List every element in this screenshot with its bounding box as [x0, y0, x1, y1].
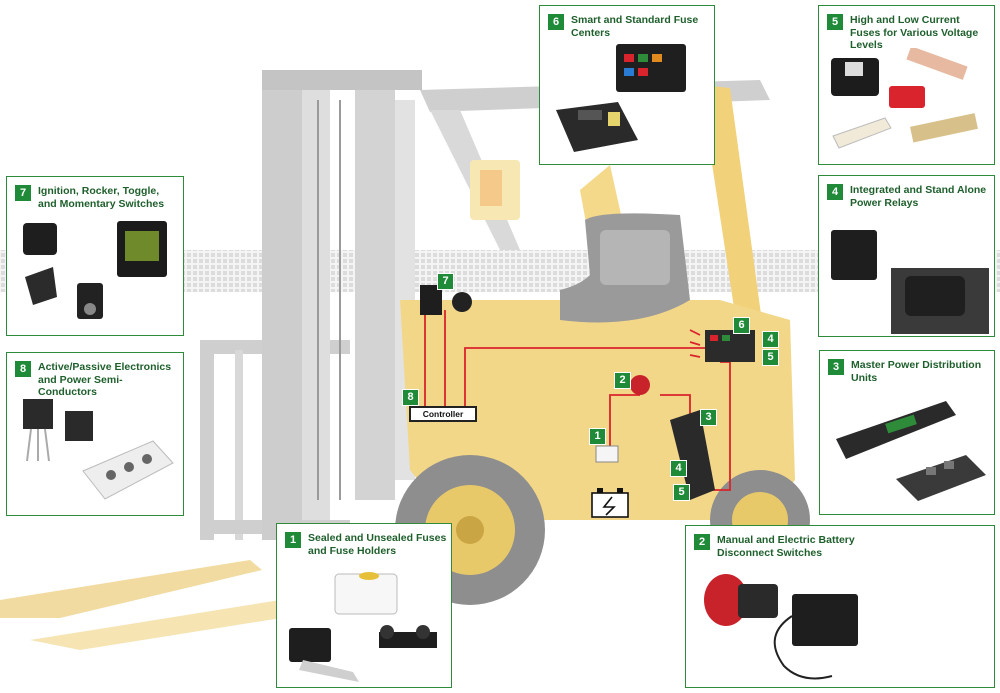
pdu-image — [836, 401, 986, 501]
tag-switches: 7 — [437, 273, 454, 290]
callout-number: 4 — [827, 184, 843, 200]
switches-image — [23, 221, 167, 319]
callout-fuse-holders: 1 Sealed and Unsealed Fuses and Fuse Hold… — [276, 523, 452, 688]
fuse-holders-image — [289, 572, 437, 682]
tag-fuse-holder: 1 — [589, 428, 606, 445]
callout-number: 2 — [694, 534, 710, 550]
tag-electronics: 8 — [402, 389, 419, 406]
mast-left — [262, 70, 302, 540]
callout-number: 1 — [285, 532, 301, 548]
fuses-image — [831, 48, 978, 149]
tag-disconnect: 2 — [614, 372, 631, 389]
callout-title: Ignition, Rocker, Toggle, and Momentary … — [38, 185, 165, 210]
callout-title: Smart and Standard Fuse Centers — [571, 14, 699, 39]
tag-fuses: 5 — [762, 349, 779, 366]
pdu-on-vehicle — [670, 410, 715, 500]
semiconductors-image — [23, 399, 174, 500]
callout-number: 7 — [15, 185, 31, 201]
callout-title: Manual and Electric Battery Disconnect S… — [717, 534, 855, 559]
guard-post-rear — [700, 85, 770, 380]
callout-title: Integrated and Stand Alone Power Relays — [850, 184, 987, 209]
callout-electronics: 8 Active/Passive Electronics and Power Se… — [6, 352, 184, 516]
callout-number: 5 — [827, 14, 843, 30]
callout-title: Active/Passive Electronics and Power Sem… — [38, 361, 172, 398]
callout-relays: 4 Integrated and Stand Alone Power Relays — [818, 175, 995, 337]
disconnect-switches-image — [704, 574, 858, 680]
fork-lower — [0, 560, 262, 618]
tag-pdu: 3 — [700, 409, 717, 426]
fuse-holder-on-vehicle — [595, 445, 619, 463]
tag-fuses-2: 5 — [673, 484, 690, 501]
tag-relays: 4 — [762, 331, 779, 348]
callout-fuse-centers: 6 Smart and Standard Fuse Centers — [539, 5, 715, 165]
callout-switches: 7 Ignition, Rocker, Toggle, and Momentary… — [6, 176, 184, 336]
mast-right — [355, 80, 395, 500]
disconnect-switch-on-vehicle — [630, 375, 650, 395]
callout-pdu: 3 Master Power Distribution Units — [819, 350, 995, 515]
fork-upper — [30, 600, 300, 650]
fuse-center-on-vehicle — [705, 330, 755, 362]
callout-disconnect-switches: 2 Manual and Electric Battery Disconnect … — [685, 525, 995, 688]
callout-title: Master Power Distribution Units — [851, 359, 982, 384]
tag-relays-2: 4 — [670, 460, 687, 477]
tag-fuse-centers: 6 — [733, 317, 750, 334]
callout-number: 8 — [15, 361, 31, 377]
controller-label: Controller — [409, 406, 477, 422]
relays-image — [831, 230, 989, 334]
callout-title: High and Low Current Fuses for Various V… — [850, 14, 979, 51]
callout-number: 3 — [828, 359, 844, 375]
fuse-center-image — [556, 44, 686, 152]
callout-number: 6 — [548, 14, 564, 30]
callout-title: Sealed and Unsealed Fuses and Fuse Holde… — [308, 532, 447, 557]
battery-icon — [591, 488, 629, 518]
callout-fuses: 5 High and Low Current Fuses for Various … — [818, 5, 995, 165]
